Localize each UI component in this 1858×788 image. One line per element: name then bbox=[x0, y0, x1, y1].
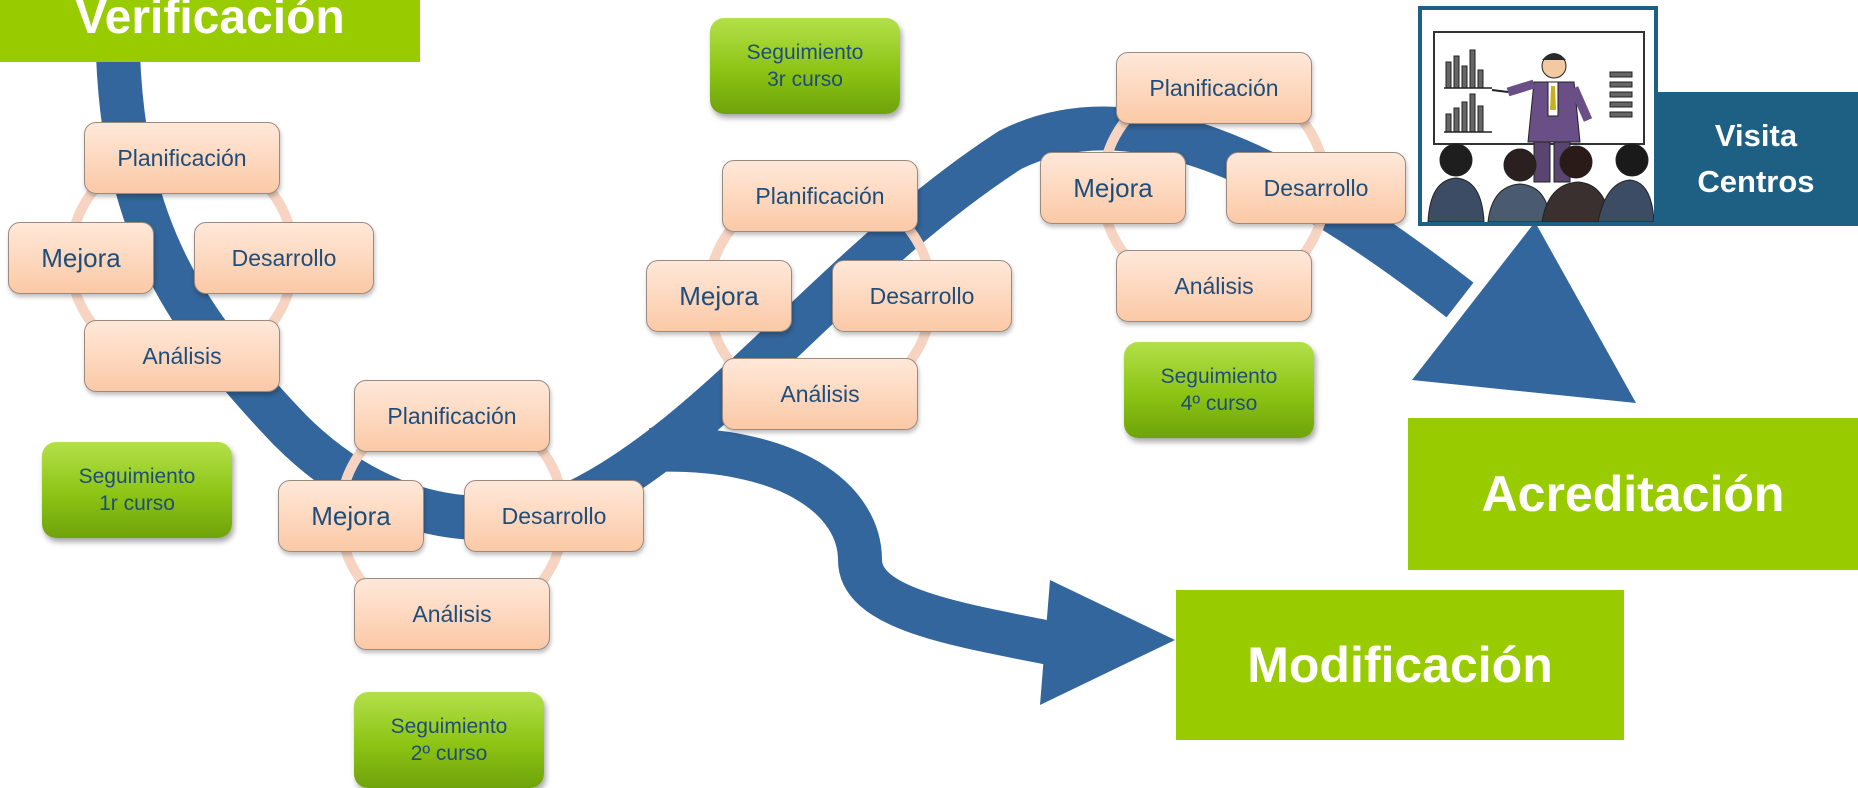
seguimiento-2-box: Seguimiento 2º curso bbox=[354, 692, 544, 788]
presentation-illustration-icon bbox=[1427, 31, 1654, 222]
modificacion-box: Modificación bbox=[1176, 590, 1624, 740]
visita-centros-label: Visita Centros bbox=[1654, 92, 1858, 226]
seguimiento-course: 2º curso bbox=[410, 742, 488, 765]
acreditacion-arrowhead bbox=[1412, 222, 1636, 403]
cycle-node-mejora: Mejora bbox=[8, 222, 154, 294]
seguimiento-3-box: Seguimiento 3r curso bbox=[710, 18, 900, 114]
cycle-node-planificacion: Planificación bbox=[722, 160, 918, 232]
verificacion-title: Verificación bbox=[75, 0, 345, 44]
cycle-node-planificacion: Planificación bbox=[1116, 52, 1312, 124]
seguimiento-4-box: Seguimiento 4º curso bbox=[1124, 342, 1314, 438]
cycle-node-desarrollo: Desarrollo bbox=[1226, 152, 1406, 224]
cycle-4: Planificación Mejora Desarrollo Análisis bbox=[1040, 52, 1420, 352]
cycle-3: Planificación Mejora Desarrollo Análisis bbox=[646, 160, 1026, 460]
cycle-node-desarrollo: Desarrollo bbox=[194, 222, 374, 294]
seguimiento-label: Seguimiento bbox=[746, 40, 864, 64]
cycle-node-desarrollo: Desarrollo bbox=[832, 260, 1012, 332]
visita-line1: Visita bbox=[1714, 117, 1798, 153]
visita-illustration-panel bbox=[1418, 6, 1658, 226]
cycle-1: Planificación Mejora Desarrollo Análisis bbox=[8, 122, 388, 422]
cycle-node-desarrollo: Desarrollo bbox=[464, 480, 644, 552]
cycle-node-mejora: Mejora bbox=[278, 480, 424, 552]
cycle-node-analisis: Análisis bbox=[354, 578, 550, 650]
seguimiento-label: Seguimiento bbox=[78, 464, 196, 488]
cycle-node-analisis: Análisis bbox=[722, 358, 918, 430]
verificacion-box: Verificación bbox=[0, 0, 420, 62]
seguimiento-label: Seguimiento bbox=[390, 714, 508, 738]
modificacion-arrowhead bbox=[1040, 580, 1175, 705]
acreditacion-title: Acreditación bbox=[1481, 466, 1785, 522]
cycle-node-analisis: Análisis bbox=[84, 320, 280, 392]
seguimiento-course: 3r curso bbox=[767, 68, 843, 91]
seguimiento-course: 4º curso bbox=[1180, 392, 1258, 415]
cycle-node-analisis: Análisis bbox=[1116, 250, 1312, 322]
seguimiento-course: 1r curso bbox=[99, 492, 175, 515]
cycle-node-planificacion: Planificación bbox=[84, 122, 280, 194]
modificacion-title: Modificación bbox=[1247, 637, 1553, 693]
cycle-node-planificacion: Planificación bbox=[354, 380, 550, 452]
visita-line2: Centros bbox=[1697, 164, 1815, 199]
modificacion-flow-path bbox=[649, 427, 1065, 667]
cycle-2: Planificación Mejora Desarrollo Análisis bbox=[278, 380, 658, 680]
seguimiento-label: Seguimiento bbox=[1160, 364, 1278, 388]
acreditacion-box: Acreditación bbox=[1408, 418, 1858, 570]
cycle-node-mejora: Mejora bbox=[646, 260, 792, 332]
cycle-node-mejora: Mejora bbox=[1040, 152, 1186, 224]
seguimiento-1-box: Seguimiento 1r curso bbox=[42, 442, 232, 538]
